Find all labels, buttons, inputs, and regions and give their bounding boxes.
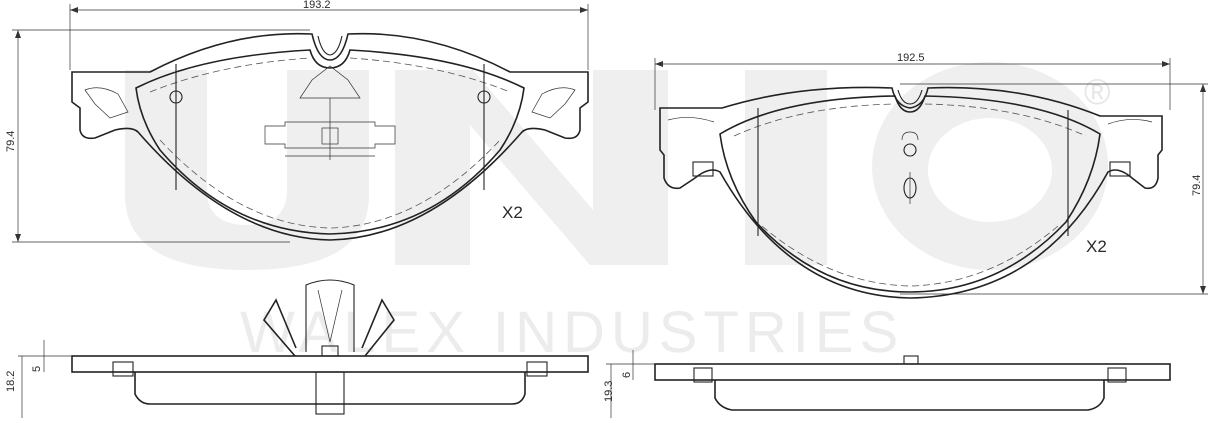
left-side-tab-left	[112, 361, 134, 377]
left-side-clip-arm-left	[263, 298, 297, 357]
right-wear-dashes	[733, 103, 1087, 137]
left-pad-side-view: 18.2 5	[5, 279, 589, 418]
watermark-letter-u	[125, 70, 369, 270]
watermark-letter-n	[395, 70, 668, 265]
left-ear-detail-left	[84, 87, 129, 119]
left-thickness-total-label: 18.2	[5, 371, 17, 392]
left-side-clip-arm-right	[361, 298, 395, 357]
left-wear-dashes-bottom	[159, 139, 501, 229]
right-ear-details	[667, 117, 1153, 125]
right-sensor-clip-top	[901, 131, 919, 141]
left-side-friction	[134, 372, 526, 405]
left-wear-dashes	[149, 57, 511, 93]
left-side-tab-right	[526, 361, 548, 377]
watermark-registered: ®	[1084, 71, 1111, 112]
right-side-tab-left	[693, 367, 713, 383]
left-friction-material	[135, 49, 525, 235]
left-side-center-block	[315, 371, 345, 415]
left-side-clip-body	[305, 279, 355, 352]
right-side-tab-right	[1107, 367, 1127, 383]
right-friction-material	[719, 95, 1101, 293]
left-quantity-label: X2	[502, 203, 523, 222]
right-side-friction	[714, 380, 1105, 411]
watermark: ® WALEX INDUSTRIES	[125, 62, 1111, 365]
right-thickness-plate-label: 6	[621, 372, 633, 378]
left-ear-detail-right	[531, 87, 576, 119]
right-pad-side-view: 19.3 6	[603, 350, 1171, 418]
right-ear-tab-left	[692, 161, 714, 177]
right-height-label: 79.4	[1191, 175, 1203, 196]
watermark-tagline: WALEX INDUSTRIES	[240, 300, 904, 365]
left-side-clip-base	[321, 345, 339, 357]
left-backing-plate	[71, 32, 589, 241]
left-pin-left	[169, 90, 183, 104]
left-thickness-plate-label: 5	[31, 366, 43, 372]
left-width-label: 193.2	[303, 0, 331, 11]
right-center-notch	[897, 89, 923, 105]
right-pad-front-view: 192.5 79.4 X2	[654, 52, 1208, 299]
left-spring-clip	[264, 65, 396, 160]
right-side-backing-plate	[654, 363, 1171, 381]
right-ear-tab-right	[1109, 161, 1131, 177]
left-pad-front-view: 193.2 79.4 X2	[5, 0, 589, 243]
left-pin-right	[477, 90, 491, 104]
left-height-label: 79.4	[5, 131, 17, 152]
left-center-notch	[317, 35, 343, 56]
left-side-clip-inner	[317, 289, 343, 343]
right-thickness-total-label: 19.3	[603, 381, 615, 402]
right-sensor-hole-top	[903, 143, 917, 157]
right-backing-plate	[659, 86, 1163, 299]
right-side-sensor-nub	[903, 355, 919, 365]
watermark-letter-q	[872, 62, 1109, 270]
right-width-label: 192.5	[897, 52, 925, 64]
right-quantity-label: X2	[1086, 237, 1107, 256]
